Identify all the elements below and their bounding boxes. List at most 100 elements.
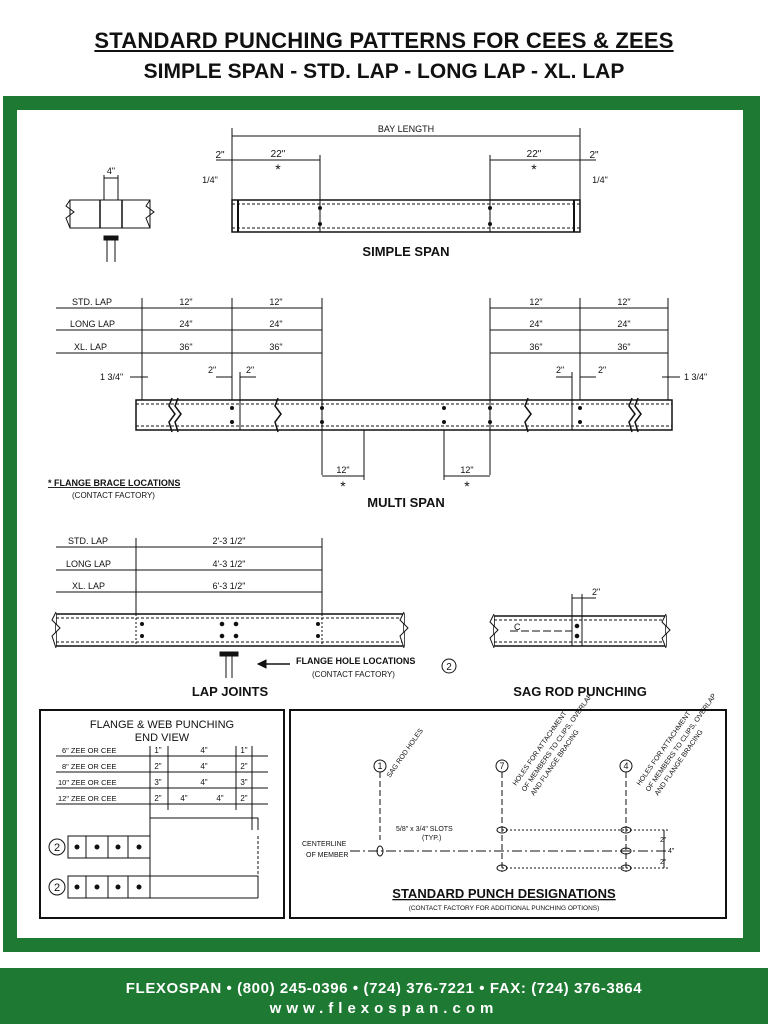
page-title: STANDARD PUNCHING PATTERNS FOR CEES & ZE… [94, 28, 674, 53]
ev-circle-2a: 2 [54, 842, 60, 854]
end-view-title-1: FLANGE & WEB PUNCHING [90, 719, 234, 731]
holes-note-7-b: OF MEMBERS TO CLIPS, OVERLAP [521, 693, 594, 794]
long-l2: 24" [269, 319, 282, 329]
end-view-box: FLANGE & WEB PUNCHING END VIEW 6" ZEE OR… [39, 709, 285, 919]
des-dim-b: 4" [668, 848, 675, 855]
footer-contact: FLEXOSPAN • (800) 245-0396 • (724) 376-7… [125, 980, 643, 997]
des-circle-1: 1 [377, 761, 382, 771]
dim-134-right: 1 3/4" [684, 372, 707, 382]
punch-designations-box: 1 7 4 SAG ROD HOLES HOLES FOR ATTACHMENT… [289, 693, 727, 919]
dim-12-right: 12" [460, 465, 473, 475]
std-r1: 12" [529, 297, 542, 307]
star-right: * [531, 161, 537, 177]
dim-4-label: 4" [107, 166, 115, 176]
lap-row-long: LONG LAP [66, 559, 111, 569]
star-ms-left: * [340, 478, 346, 494]
of-member-label: OF MEMBER [306, 852, 348, 859]
row-label-long: LONG LAP [70, 319, 115, 329]
std-l2: 12" [269, 297, 282, 307]
ev-row-10: 10" ZEE OR CEE [58, 778, 117, 787]
lap-val-xl: 6'-3 1/2" [213, 581, 246, 591]
std-r2: 12" [617, 297, 630, 307]
ev-circle-2b: 2 [54, 882, 60, 894]
long-r1: 24" [529, 319, 542, 329]
lap-row-std: STD. LAP [68, 536, 108, 546]
long-r2: 24" [617, 319, 630, 329]
sag-rod-label: SAG ROD PUNCHING [513, 684, 647, 699]
dim-2b: 2" [246, 365, 254, 375]
ev-8-c2: 4" [200, 762, 207, 771]
xl-l1: 36" [179, 342, 192, 352]
ev-10-c1: 3" [154, 778, 161, 787]
ev-8-c3: 2" [240, 762, 247, 771]
lap-circle-2: 2 [446, 662, 452, 673]
dim-12-left: 12" [336, 465, 349, 475]
dim-22-right: 22" [527, 149, 542, 160]
long-l1: 24" [179, 319, 192, 329]
ev-6-c2: 4" [200, 746, 207, 755]
lap-val-long: 4'-3 1/2" [213, 559, 246, 569]
ev-6-c1: 1" [154, 746, 161, 755]
dim-quarter-left: 1/4" [202, 175, 218, 185]
sag-rod-diagram: 2" C SAG ROD PUNCHING [489, 587, 671, 699]
des-dim-c: 2" [660, 859, 667, 866]
ev-12-c2: 4" [180, 794, 187, 803]
centerline-label: CENTERLINE [302, 841, 347, 848]
dim-134-left: 1 3/4" [100, 372, 123, 382]
holes-note-4-b: OF MEMBERS TO CLIPS, OVERLAP [645, 693, 718, 794]
flange-brace-sub: (CONTACT FACTORY) [72, 491, 155, 500]
simple-span-label: SIMPLE SPAN [362, 244, 449, 259]
footer-website[interactable]: www.flexospan.com [269, 1000, 499, 1017]
ev-row-8: 8" ZEE OR CEE [62, 762, 116, 771]
dim-2d: 2" [598, 365, 606, 375]
multi-span-label: MULTI SPAN [367, 495, 445, 510]
dim-2a: 2" [208, 365, 216, 375]
row-label-xl: XL. LAP [74, 342, 107, 352]
ev-8-c1: 2" [154, 762, 161, 771]
star-left: * [275, 161, 281, 177]
dim-2-left: 2" [215, 150, 225, 161]
lap-val-std: 2'-3 1/2" [213, 536, 246, 546]
row-label-std: STD. LAP [72, 297, 112, 307]
xl-l2: 36" [269, 342, 282, 352]
bay-length-label: BAY LENGTH [378, 124, 434, 134]
ev-row-6: 6" ZEE OR CEE [62, 746, 116, 755]
sag-dim-2: 2" [592, 587, 600, 597]
dim-2c: 2" [556, 365, 564, 375]
lap-row-xl: XL. LAP [72, 581, 105, 591]
xl-r1: 36" [529, 342, 542, 352]
des-circle-4: 4 [623, 761, 628, 771]
dim-2-right: 2" [589, 150, 599, 161]
end-view-title-2: END VIEW [135, 732, 190, 744]
ev-10-c2: 4" [200, 778, 207, 787]
des-dim-a: 2" [660, 837, 667, 844]
des-circle-7: 7 [499, 761, 504, 771]
ev-12-c4: 2" [240, 794, 247, 803]
ev-12-c3: 4" [216, 794, 223, 803]
slots-note: 5/8" x 3/4" SLOTS [396, 826, 453, 833]
designations-subtitle: (CONTACT FACTORY FOR ADDITIONAL PUNCHING… [409, 905, 600, 912]
xl-r2: 36" [617, 342, 630, 352]
ev-6-c3: 1" [240, 746, 247, 755]
std-l1: 12" [179, 297, 192, 307]
ev-10-c3: 3" [240, 778, 247, 787]
slots-typ: (TYP.) [422, 835, 441, 842]
designations-title: STANDARD PUNCH DESIGNATIONS [392, 886, 616, 901]
footer-bar [0, 968, 768, 1024]
lap-joints-label: LAP JOINTS [192, 684, 269, 699]
multi-span-diagram: STD. LAP LONG LAP XL. LAP 12" 12" 12" 12… [48, 297, 707, 510]
page-subtitle: SIMPLE SPAN - STD. LAP - LONG LAP - XL. … [143, 60, 625, 83]
lap-joints-diagram: STD. LAP LONG LAP XL. LAP 2'-3 1/2" 4'-3… [51, 536, 457, 699]
dim-quarter-right: 1/4" [592, 175, 608, 185]
sag-rod-holes-note: SAG ROD HOLES [386, 727, 425, 779]
ev-row-12: 12" ZEE OR CEE [58, 794, 117, 803]
flange-hole-note: FLANGE HOLE LOCATIONS [296, 656, 415, 666]
dim-22-left: 22" [271, 149, 286, 160]
star-ms-right: * [464, 478, 470, 494]
sag-centerline-mark: C [514, 622, 521, 632]
flange-hole-sub: (CONTACT FACTORY) [312, 670, 395, 679]
flange-brace-note: * FLANGE BRACE LOCATIONS [48, 478, 180, 488]
simple-span-diagram: BAY LENGTH 2" 22" * 22" * 2" 1/4" 1/4" S… [65, 124, 608, 262]
ev-12-c1: 2" [154, 794, 161, 803]
